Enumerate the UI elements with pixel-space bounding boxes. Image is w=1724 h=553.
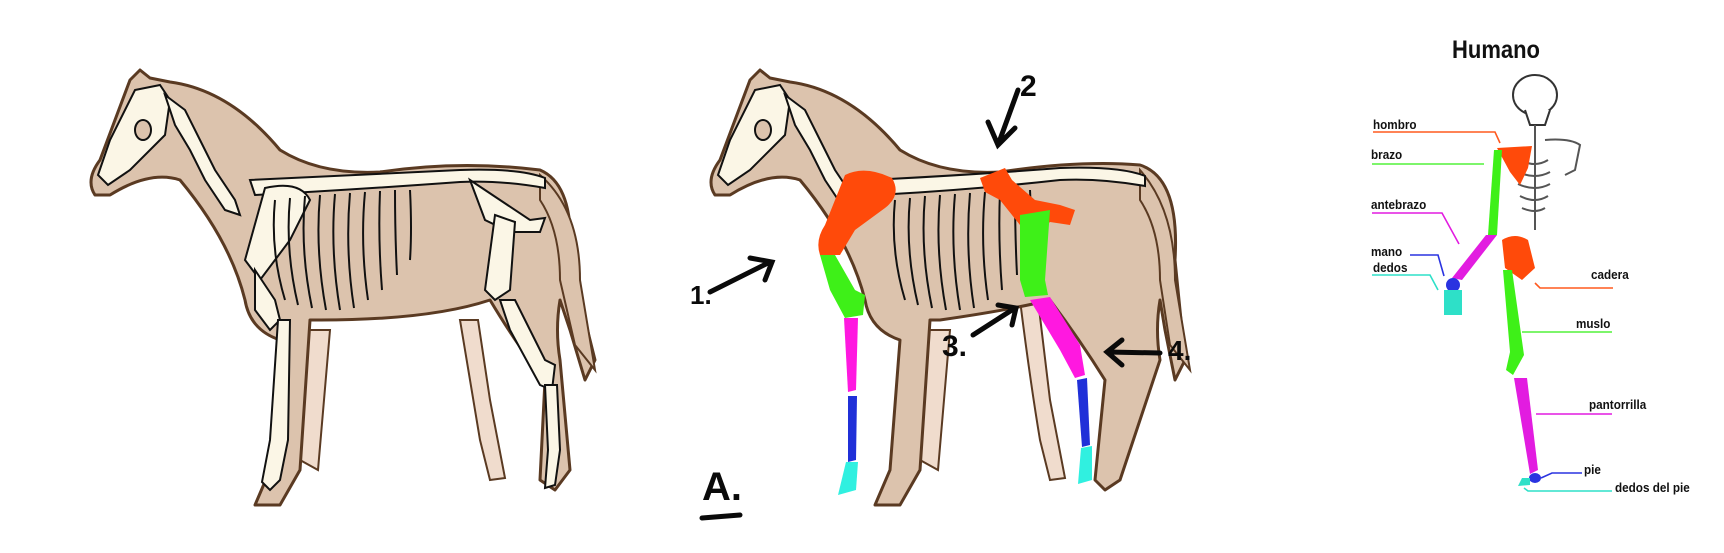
horse-colored-illustration — [699, 68, 1192, 521]
horse-plain-illustration — [89, 68, 597, 507]
mano-line — [1410, 254, 1445, 277]
human-humerus — [1488, 150, 1502, 235]
human-scapula — [1497, 146, 1532, 185]
annotation-arrows — [707, 87, 1163, 368]
pelvis-bone — [980, 168, 1075, 235]
tibia-bone — [1030, 297, 1085, 378]
human-hand — [1446, 278, 1460, 292]
cannon-bone-hind — [1077, 378, 1090, 447]
scapula-bone — [818, 170, 896, 255]
label-muslo: muslo — [1576, 316, 1611, 331]
human-foot — [1529, 473, 1541, 483]
hoof-front — [838, 462, 858, 495]
label-mano: mano — [1371, 244, 1403, 259]
horse-skeleton — [96, 83, 562, 492]
label-pie: pie — [1584, 462, 1601, 477]
horse-body — [89, 68, 597, 507]
human-toes — [1518, 478, 1530, 486]
human-skull — [1512, 74, 1558, 126]
human-skeleton-illustration — [1372, 74, 1613, 492]
label-antebrazo: antebrazo — [1371, 197, 1427, 212]
annotation-1: 1. — [690, 280, 712, 310]
annotation-2: 2 — [1020, 70, 1037, 103]
human-pelvis — [1502, 236, 1535, 280]
label-hombro: hombro — [1373, 117, 1417, 132]
hoof-hind — [1078, 446, 1092, 484]
arrow-2-icon — [985, 87, 1021, 150]
femur-bone — [1020, 210, 1050, 297]
label-cadera: cadera — [1591, 267, 1629, 282]
human-ribcage — [1517, 125, 1582, 230]
horse-skeleton-plain-panel — [0, 0, 620, 553]
horse-skeleton-colored-panel: 1. 2 3. 4. A. — [620, 0, 1340, 553]
panel-label-underline — [699, 512, 743, 521]
humerus-bone — [820, 255, 865, 318]
human-forearm — [1452, 235, 1497, 280]
annotation-3: 3. — [942, 330, 968, 363]
human-tibia — [1514, 378, 1538, 474]
label-dedos: dedos — [1373, 260, 1408, 275]
annotation-4: 4. — [1168, 335, 1192, 366]
radius-bone — [844, 318, 858, 392]
label-pantorrilla: pantorrilla — [1589, 397, 1647, 412]
human-femur — [1503, 270, 1524, 375]
leader-lines — [1372, 131, 1613, 492]
human-fingers — [1444, 290, 1462, 315]
panel-label: A. — [702, 465, 742, 509]
arrow-4-icon — [1103, 337, 1163, 368]
colored-bones — [818, 168, 1092, 495]
arrow-1-icon — [707, 255, 776, 295]
arrow-3-icon — [970, 302, 1020, 338]
human-title: Humano — [1452, 36, 1540, 64]
label-brazo: brazo — [1371, 147, 1403, 162]
label-dedos-del-pie: dedos del pie — [1615, 480, 1690, 495]
cannon-bone-front — [848, 396, 857, 462]
